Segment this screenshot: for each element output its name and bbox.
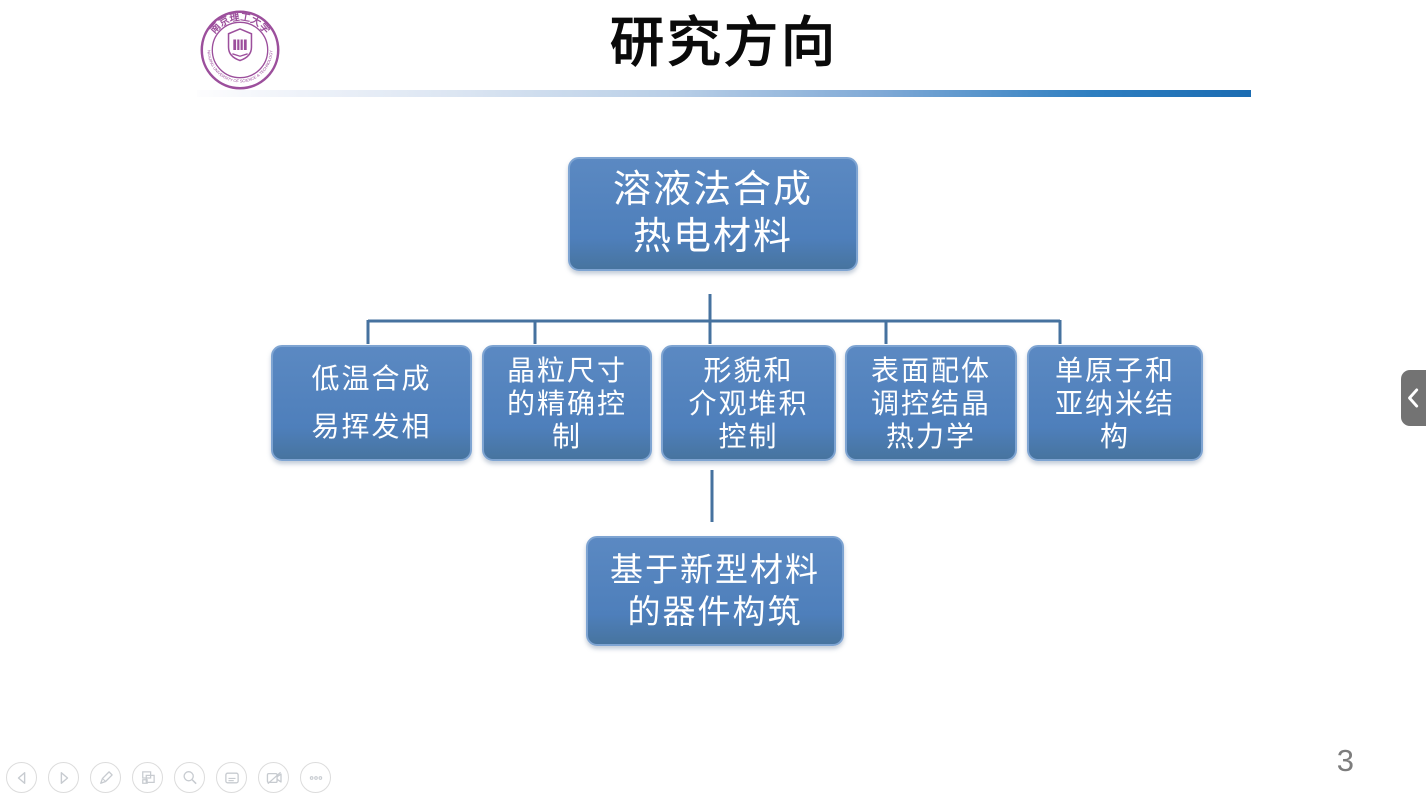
camera-off-icon (266, 771, 282, 784)
diagram-node-child-5: 单原子和 亚纳米结 构 (1027, 345, 1203, 461)
camera-off-button[interactable] (258, 762, 289, 793)
slide-panel-icon (141, 770, 155, 784)
diagram-node-child-4: 表面配体 调控结晶 热力学 (845, 345, 1017, 461)
diagram-node-label: 溶液法合成 热电材料 (612, 169, 813, 258)
diagram-node-label: 基于新型材料 的器件构筑 (610, 551, 820, 630)
magnifier-icon (182, 770, 197, 784)
notes-button[interactable] (216, 762, 247, 793)
notes-icon (224, 772, 239, 783)
diagram-node-grandchild: 基于新型材料 的器件构筑 (586, 536, 844, 646)
pen-annotate-button[interactable] (90, 762, 121, 793)
diagram-node-child-1: 低温合成 易挥发相 (271, 345, 472, 461)
diagram-node-label: 表面配体 调控结晶 热力学 (870, 354, 991, 452)
diagram-node-label: 晶粒尺寸 的精确控 制 (506, 354, 627, 452)
page-number: 3 (1336, 743, 1354, 778)
next-slide-button[interactable] (48, 762, 79, 793)
diagram-node-label: 单原子和 亚纳米结 构 (1054, 354, 1175, 452)
chevron-left-icon (1407, 388, 1418, 408)
pen-icon (99, 770, 113, 784)
diagram-node-root: 溶液法合成 热电材料 (568, 157, 858, 271)
next-slide-icon (60, 771, 68, 784)
side-panel-collapse-tab[interactable] (1401, 370, 1426, 426)
page-title: 研究方向 (610, 13, 838, 73)
title-accent-rule (197, 90, 1251, 97)
more-options-button[interactable] (300, 762, 331, 793)
diagram-node-label: 低温合成 易挥发相 (311, 363, 432, 442)
diagram-node-child-3: 形貌和 介观堆积 控制 (661, 345, 836, 461)
more-ellipsis-icon (309, 775, 322, 780)
previous-slide-icon (17, 771, 25, 784)
diagram-node-child-2: 晶粒尺寸 的精确控 制 (482, 345, 652, 461)
magnifier-button[interactable] (174, 762, 205, 793)
diagram-node-label: 形貌和 介观堆积 控制 (688, 354, 809, 452)
presenter-toolbar (6, 762, 331, 793)
university-seal-icon: 南京理工大学 NANJING UNIVERSITY OF SCIENCE & T… (200, 10, 280, 90)
previous-slide-button[interactable] (6, 762, 37, 793)
slide-panel-button[interactable] (132, 762, 163, 793)
